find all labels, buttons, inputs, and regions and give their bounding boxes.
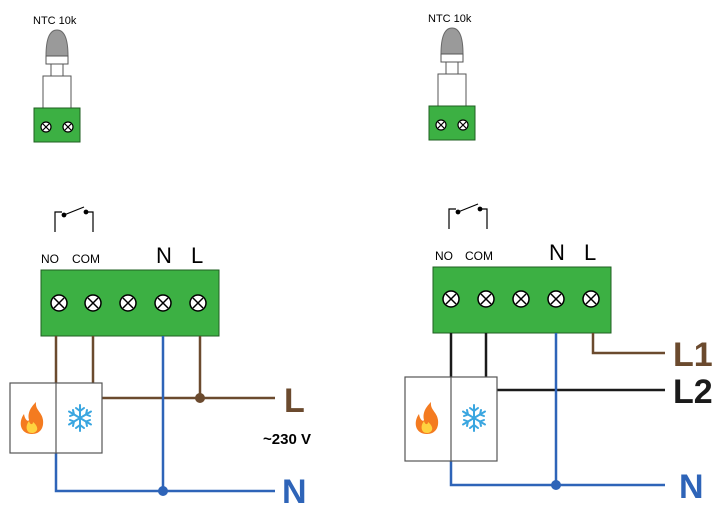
left-l-terminal-label: L	[191, 243, 203, 268]
left-voltage-label: ~230 V	[263, 431, 311, 448]
right-wire-com-to-l2	[484, 333, 665, 392]
right-diagram: NTC 10k NO COM N L	[404, 13, 713, 505]
left-terminal-screws	[50, 294, 207, 312]
left-sensor-label: NTC 10k	[33, 15, 77, 27]
left-relay-contact	[54, 206, 94, 232]
left-sensor-screw-1	[40, 121, 52, 133]
left-neutral-label: N	[282, 473, 307, 505]
left-load-box	[9, 382, 103, 454]
right-neutral-label: N	[679, 468, 704, 505]
right-n-terminal-label: N	[549, 240, 565, 265]
left-sensor-screw-2	[62, 121, 74, 133]
right-l1-label: L1	[673, 336, 713, 374]
right-load-box	[404, 376, 498, 462]
left-wire-com-to-l	[91, 336, 275, 400]
left-com-label: COM	[72, 252, 100, 266]
left-diagram: NTC 10k NO COM N L	[9, 15, 311, 505]
left-junction-l	[195, 393, 205, 403]
flame-icon	[20, 402, 44, 434]
right-l-terminal-label: L	[584, 240, 596, 265]
right-junction-n	[551, 480, 561, 490]
right-com-label: COM	[465, 249, 493, 263]
right-sensor-screw-1	[435, 119, 447, 131]
right-sensor-screw-2	[457, 119, 469, 131]
left-no-label: NO	[41, 252, 59, 266]
right-wire-load-n	[449, 461, 665, 487]
left-line-label: L	[284, 382, 305, 420]
right-ntc-sensor: NTC 10k	[428, 13, 476, 141]
right-relay-contact	[448, 203, 488, 229]
left-n-terminal-label: N	[156, 243, 172, 268]
flame-icon	[415, 402, 439, 434]
left-wire-load-n	[54, 453, 275, 493]
snowflake-icon	[462, 404, 486, 432]
snowflake-icon	[68, 404, 92, 432]
left-junction-n	[158, 486, 168, 496]
left-sensor-tip	[45, 29, 69, 57]
right-l2-label: L2	[673, 373, 713, 411]
right-sensor-label: NTC 10k	[428, 13, 472, 25]
right-terminal-screws	[442, 290, 600, 308]
right-wire-l-to-l1	[591, 333, 665, 355]
right-sensor-tip	[440, 27, 464, 55]
left-ntc-sensor: NTC 10k	[33, 15, 81, 143]
right-no-label: NO	[435, 249, 453, 263]
